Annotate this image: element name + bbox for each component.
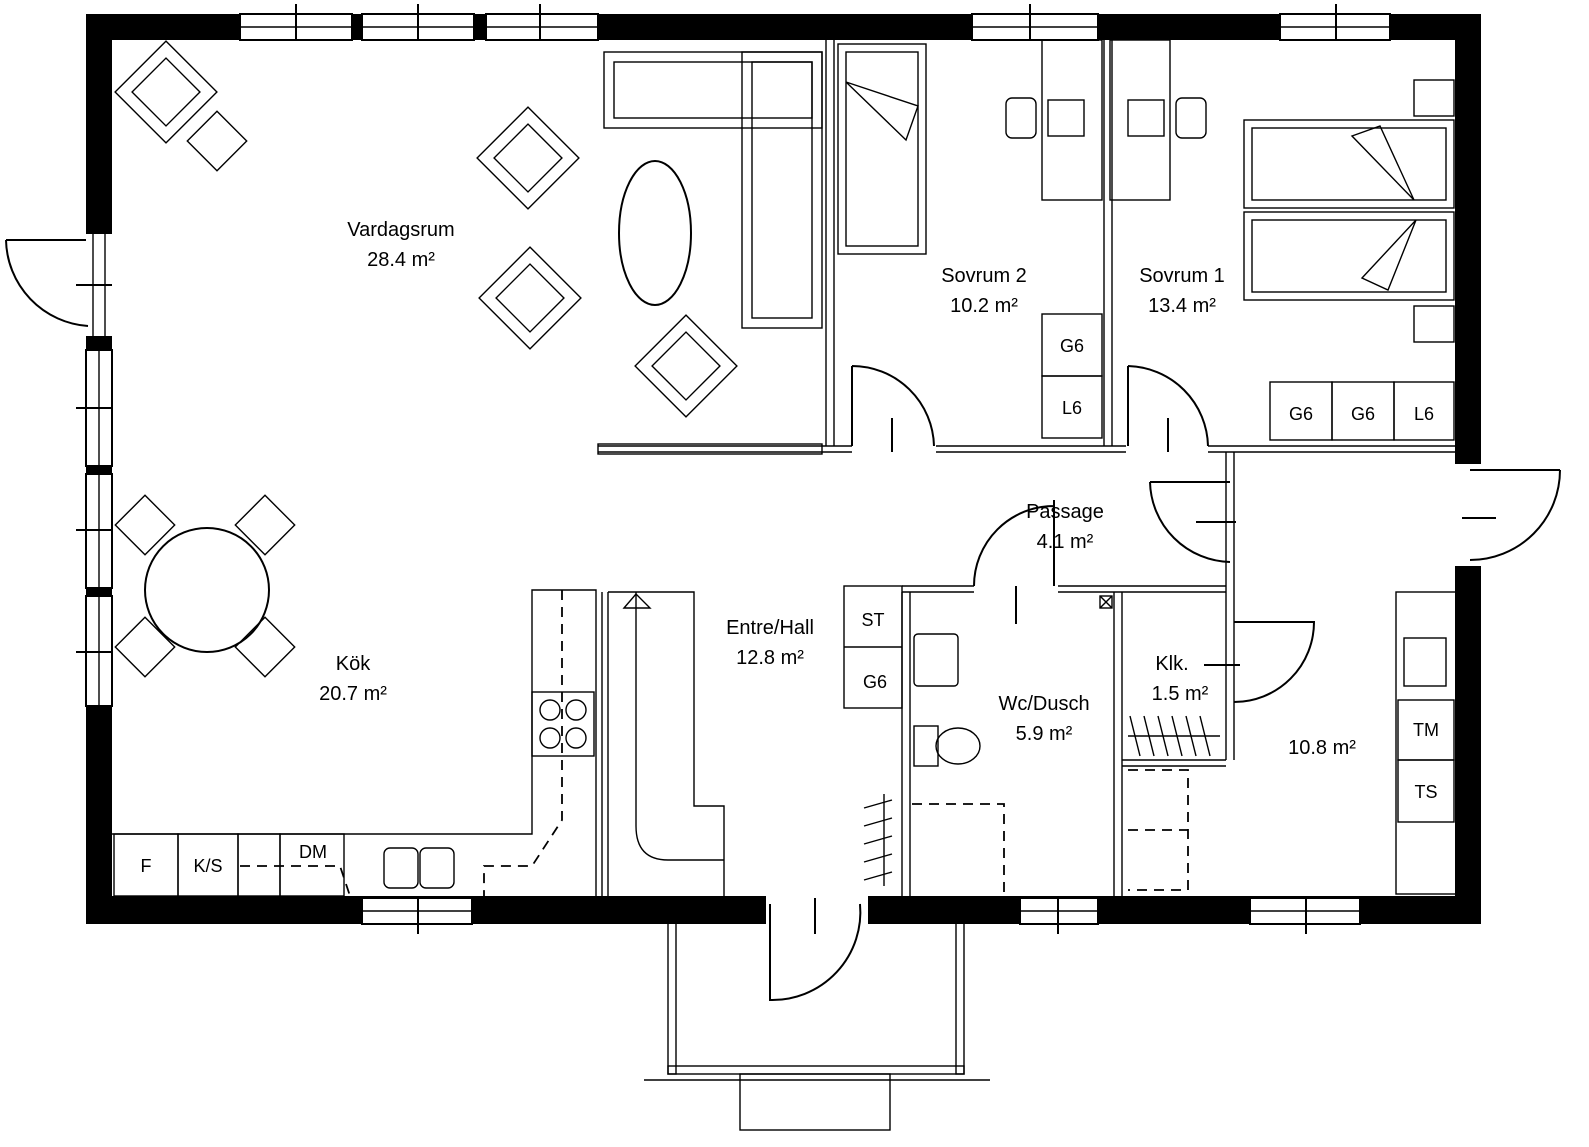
armchairs: [114, 40, 738, 418]
room-area-wc: 5.9 m²: [1016, 723, 1073, 745]
bed-sovrum2: [837, 43, 927, 255]
room-name-passage: Passage: [1026, 501, 1104, 523]
room-name-sovrum1: Sovrum 1: [1139, 265, 1225, 287]
kitchen-counter: [112, 589, 597, 897]
railing: [597, 443, 823, 455]
coffee-table: [618, 160, 692, 306]
wardrobe-g6-sovrum1-a: G6: [1289, 404, 1313, 424]
wardrobe-l6-sovrum2: L6: [1062, 398, 1082, 418]
entry-porch: [644, 898, 990, 1131]
room-area-klk: 1.5 m²: [1152, 683, 1209, 705]
wardrobe-g6-sovrum1-b: G6: [1351, 404, 1375, 424]
closet-st: ST: [861, 610, 884, 630]
room-area-sovrum2: 10.2 m²: [950, 295, 1018, 317]
kitchen-upper-cabinets: [240, 590, 563, 897]
exterior-walls: [86, 14, 1481, 924]
room-name-kok: Kök: [336, 653, 371, 675]
dishwasher-dm: DM: [299, 842, 327, 862]
shelf-outline: [1128, 769, 1189, 891]
bathroom-fixtures: [913, 595, 1113, 767]
room-name-vardagsrum: Vardagsrum: [347, 219, 454, 241]
closet: [843, 585, 903, 709]
beds-sovrum1: [1243, 79, 1455, 343]
room-area-sovrum1: 13.4 m²: [1148, 295, 1216, 317]
room-name-entre: Entre/Hall: [726, 617, 814, 639]
windows-top: [239, 4, 1391, 41]
closet-g6: G6: [863, 672, 887, 692]
room-name-sovrum2: Sovrum 2: [941, 265, 1027, 287]
room-area-vardagsrum: 28.4 m²: [367, 249, 435, 271]
windows-bottom: [361, 896, 1361, 934]
shower: [912, 803, 1005, 894]
room-name-wc: Wc/Dusch: [998, 693, 1089, 715]
washer-tm: TM: [1413, 720, 1439, 740]
room-area-kok: 20.7 m²: [319, 683, 387, 705]
room-area-unnamed: 10.8 m²: [1288, 737, 1356, 759]
fridge-f: F: [141, 856, 152, 876]
room-area-passage: 4.1 m²: [1037, 531, 1094, 553]
towel-rack: [863, 794, 893, 886]
room-name-klk: Klk.: [1155, 653, 1188, 675]
dining-table: [114, 494, 296, 678]
interior-walls: [598, 40, 1456, 896]
stair: [608, 591, 725, 896]
wardrobes: [1041, 313, 1457, 895]
desks: [1005, 39, 1207, 201]
wardrobe-g6-sovrum2: G6: [1060, 336, 1084, 356]
dryer-ts: TS: [1414, 782, 1437, 802]
clothes-rail: [1128, 715, 1220, 757]
room-area-entre: 12.8 m²: [736, 647, 804, 669]
wardrobe-l6-sovrum1: L6: [1414, 404, 1434, 424]
windows-left: [5, 234, 113, 707]
sofa: [603, 51, 823, 329]
fridge-freezer-ks: K/S: [193, 856, 222, 876]
interior-doors: [851, 365, 1561, 703]
appliance-labels: G6 L6 G6 G6 L6 ST G6 F K/S DM TM TS: [141, 336, 1440, 876]
room-labels: Vardagsrum 28.4 m² Sovrum 2 10.2 m² Sovr…: [319, 219, 1356, 759]
